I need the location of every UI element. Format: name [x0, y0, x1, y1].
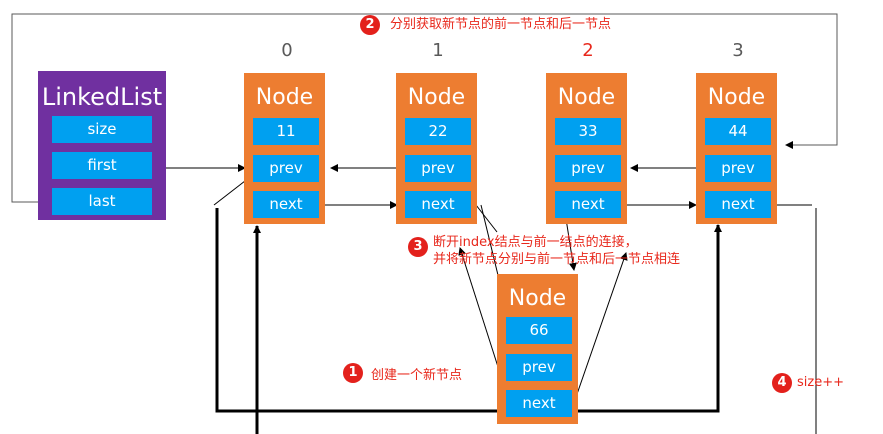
linked-list-last-field: last [52, 188, 152, 215]
node-title: Node [707, 85, 766, 110]
linked-list-first-field: first [52, 152, 152, 179]
node-value: 66 [506, 317, 572, 344]
node-next: next [405, 191, 471, 218]
last-pointer-line [11, 13, 838, 203]
node-title: Node [255, 85, 314, 110]
new-next-to-node2 [575, 252, 628, 398]
linked-list-box: LinkedList size first last [38, 71, 166, 220]
step-badge-1: 1 [343, 363, 363, 383]
step-note-4: size++ [797, 375, 844, 390]
node-prev: prev [253, 155, 319, 182]
node-value: 44 [705, 118, 771, 145]
node-value: 33 [555, 118, 621, 145]
linked-list-size-field: size [52, 116, 152, 143]
bottom-bracket [215, 208, 722, 413]
index-label-0: 0 [281, 40, 293, 61]
step-badge-4: 4 [772, 373, 792, 393]
step-badge-3: 3 [408, 237, 428, 257]
node-prev: prev [705, 155, 771, 182]
index-label-1: 1 [432, 40, 444, 61]
node-0: Node 11 prev next [244, 73, 325, 224]
node1-next-diagonal [475, 204, 498, 233]
new-node: Node 66 prev next [497, 274, 578, 424]
node-next: next [705, 191, 771, 218]
node-prev: prev [555, 155, 621, 182]
node-title: Node [557, 85, 616, 110]
node-3: Node 44 prev next [696, 73, 777, 224]
node-next: next [506, 390, 572, 417]
node-2: Node 33 prev next [546, 73, 627, 224]
step-badge-2: 2 [360, 15, 380, 35]
node-next: next [555, 191, 621, 218]
node-value: 11 [253, 118, 319, 145]
linked-list-title: LinkedList [41, 83, 163, 111]
node-prev: prev [506, 354, 572, 381]
index-label-3: 3 [732, 40, 744, 61]
node-next: next [253, 191, 319, 218]
node-title: Node [407, 85, 466, 110]
node-prev: prev [405, 155, 471, 182]
step-note-1: 创建一个新节点 [371, 368, 463, 383]
index-label-2: 2 [582, 40, 594, 61]
step-note-3: 断开index结点与前一结点的连接， [433, 235, 638, 250]
step-note-3-line2: 并将新节点分别与前一节点和后一节点相连 [433, 252, 681, 267]
node-value: 22 [405, 118, 471, 145]
new-prev-to-node1 [458, 247, 500, 371]
node-1: Node 22 prev next [396, 73, 477, 224]
node-title: Node [508, 286, 567, 311]
step-note-2: 分别获取新节点的前一节点和后一节点 [390, 17, 612, 32]
